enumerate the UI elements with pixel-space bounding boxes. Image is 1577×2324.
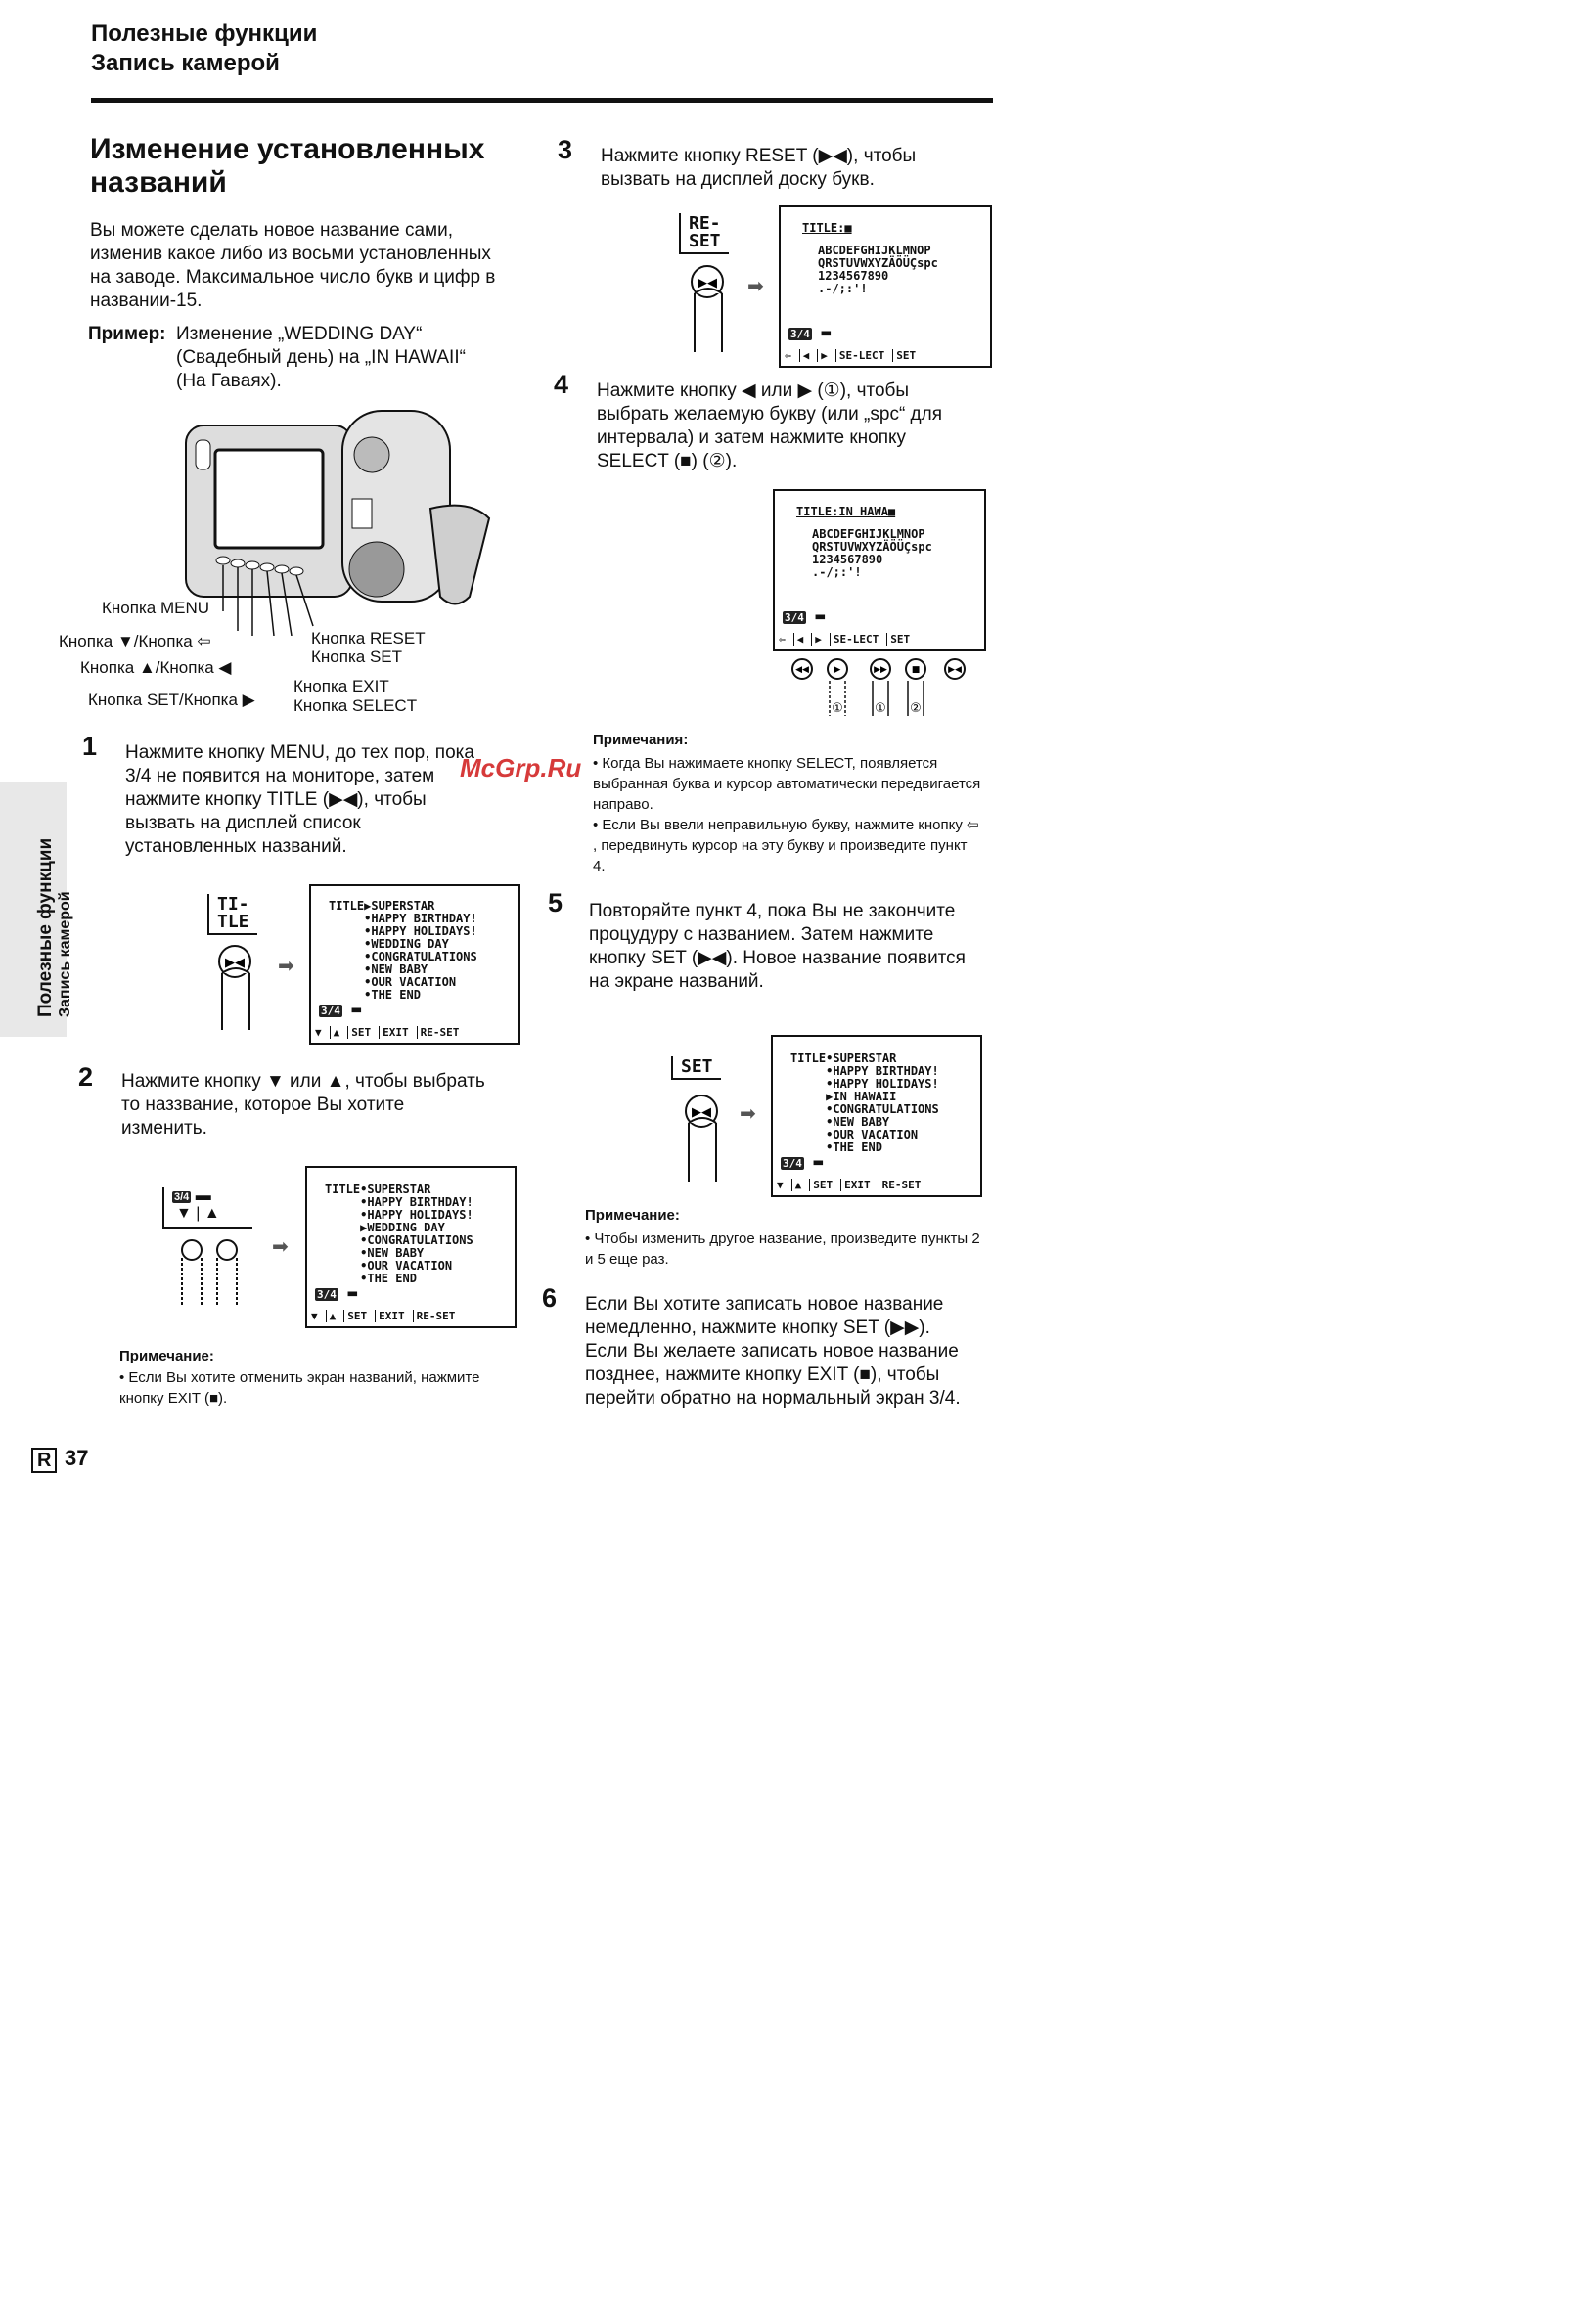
arrow-icon: ➡ [747, 276, 764, 297]
label-up-left-button: Кнопка ▲/Кнопка ◀ [80, 658, 232, 677]
mode-badge: 3/4 ▬ [172, 1187, 211, 1204]
step-2-text: Нажмите кнопку ▼ или ▲, чтобы выбрать то… [121, 1071, 485, 1139]
watermark: McGrp.Ru [460, 753, 582, 782]
region-badge: R [31, 1448, 58, 1473]
note-4-item-1: • Когда Вы нажимаете кнопку SELECT, появ… [593, 755, 981, 813]
reset-button-label: RE- SET [679, 213, 729, 254]
screen-letter-board-2: TITLE:IN HAWA■ ABCDEFGHIJKLMNOP QRSTUVWX… [773, 489, 986, 651]
label-menu-button: Кнопка MENU [102, 599, 209, 617]
title-list-text: TITLE•SUPERSTAR •HAPPY BIRTHDAY! •HAPPY … [790, 1051, 939, 1154]
svg-text:▶◀: ▶◀ [692, 1105, 711, 1120]
svg-text:▶◀: ▶◀ [698, 276, 717, 290]
example-text-1: Изменение „WEDDING DAY“ [176, 324, 423, 344]
svg-text:◀◀: ◀◀ [795, 665, 809, 675]
svg-text:▶◀: ▶◀ [225, 956, 245, 970]
step-5-number: 5 [548, 888, 563, 917]
label-set-button: Кнопка SET [311, 648, 403, 666]
note-2-item: • Если Вы хотите отменить экран названий… [119, 1369, 480, 1407]
svg-text:▶◀: ▶◀ [948, 665, 962, 675]
header-subtitle: Запись камерой [91, 50, 280, 76]
side-tab [0, 782, 67, 1037]
note-4-item-2: • Если Вы ввели неправильную букву, нажм… [593, 817, 979, 874]
svg-text:②: ② [910, 701, 922, 716]
set-button-label: SET [671, 1056, 721, 1080]
camcorder-illustration [185, 410, 491, 636]
board-title: TITLE:■ [802, 221, 852, 235]
step-1-text: Нажмите кнопку MENU, до тех пор, пока 3/… [125, 742, 474, 857]
section-title: Изменение установленных названий [90, 133, 485, 199]
note-2-heading: Примечание: [119, 1348, 214, 1364]
side-tab-text: Полезные функции Запись камерой [35, 782, 74, 1017]
finger-press-arrows [181, 1239, 238, 1305]
note-5-item: • Чтобы изменить другое название, произв… [585, 1230, 980, 1268]
finger-press-title: ▶◀ [218, 945, 251, 1030]
up-down-button-label: 3/4 ▬ ▼ | ▲ [162, 1187, 252, 1229]
board-title: TITLE:IN HAWA■ [796, 505, 896, 518]
arrow-icon: ➡ [278, 956, 294, 977]
side-tab-line2: Запись камерой [57, 891, 73, 1017]
svg-text:①: ① [832, 701, 843, 716]
svg-text:▶: ▶ [834, 665, 841, 675]
arrow-icon: ➡ [272, 1236, 289, 1258]
step-2-number: 2 [78, 1062, 94, 1092]
title-list-text: TITLE▶SUPERSTAR •HAPPY BIRTHDAY! •HAPPY … [329, 899, 477, 1002]
up-down-arrows: ▼ | ▲ [176, 1205, 220, 1222]
step-4-text: Нажмите кнопку ◀ или ▶ (①), чтобы выбрат… [597, 380, 943, 471]
svg-text:■: ■ [912, 665, 921, 675]
title-button-label: TI- TLE [207, 894, 257, 935]
mode-badge: 3/4 ▬ [788, 323, 832, 341]
label-down-back-button: Кнопка ▼/Кнопка ⇦ [59, 632, 211, 650]
step-3-text: Нажмите кнопку RESET (▶◀), чтобы вызвать… [601, 146, 917, 190]
side-tab-line1: Полезные функции [35, 837, 56, 1017]
example-text-2: (Свадебный день) на „IN HAWAII“ [176, 347, 466, 368]
step-4-number: 4 [554, 370, 569, 399]
mode-badge: 3/4 ▬ [319, 1000, 362, 1018]
step-3-number: 3 [558, 135, 573, 164]
mode-badge: 3/4 ▬ [781, 1152, 824, 1171]
mode-badge: 3/4 ▬ [315, 1283, 358, 1302]
screen-title-list-1: TITLE▶SUPERSTAR •HAPPY BIRTHDAY! •HAPPY … [309, 884, 520, 1045]
page-number: 37 [65, 1446, 89, 1470]
header-rule [91, 98, 993, 103]
label-set-right-button: Кнопка SET/Кнопка ▶ [88, 691, 255, 709]
note-4-heading: Примечания: [593, 732, 689, 748]
title-list-text: TITLE•SUPERSTAR •HAPPY BIRTHDAY! •HAPPY … [325, 1183, 473, 1285]
example-text-3: (На Гавaях). [176, 371, 282, 391]
note-5-heading: Примечание: [585, 1207, 680, 1224]
intro-text: Вы можете сделать новое название сами, и… [90, 220, 496, 311]
finger-press-reset: ▶◀ [691, 265, 724, 352]
step-5-text: Повторяйте пункт 4, пока Вы не закончите… [589, 901, 966, 992]
screen-title-list-2: TITLE•SUPERSTAR •HAPPY BIRTHDAY! •HAPPY … [305, 1166, 517, 1328]
svg-text:▶▶: ▶▶ [874, 665, 887, 675]
header-title: Полезные функции [91, 21, 318, 47]
step-6-number: 6 [542, 1283, 558, 1313]
step-6-text: Если Вы хотите записать новое название н… [585, 1294, 961, 1408]
screen-letter-board-1: TITLE:■ ABCDEFGHIJKLMNOP QRSTUVWXYZÄÖÜÇs… [779, 205, 992, 368]
board-letters: ABCDEFGHIJKLMNOP QRSTUVWXYZÄÖÜÇspc 12345… [812, 527, 932, 579]
mode-badge: 3/4 ▬ [783, 606, 826, 625]
label-reset-button: Кнопка RESET [311, 629, 426, 648]
example-label: Пример: [88, 324, 166, 344]
finger-press-set: ▶◀ [685, 1095, 718, 1182]
svg-text:①: ① [875, 701, 886, 716]
label-select-button: Кнопка SELECT [293, 696, 418, 715]
label-exit-button: Кнопка EXIT [293, 677, 389, 695]
board-letters: ABCDEFGHIJKLMNOP QRSTUVWXYZÄÖÜÇspc 12345… [818, 244, 938, 295]
arrow-icon: ➡ [740, 1103, 756, 1125]
screen-title-list-3: TITLE•SUPERSTAR •HAPPY BIRTHDAY! •HAPPY … [771, 1035, 982, 1197]
step-1-number: 1 [82, 732, 98, 761]
